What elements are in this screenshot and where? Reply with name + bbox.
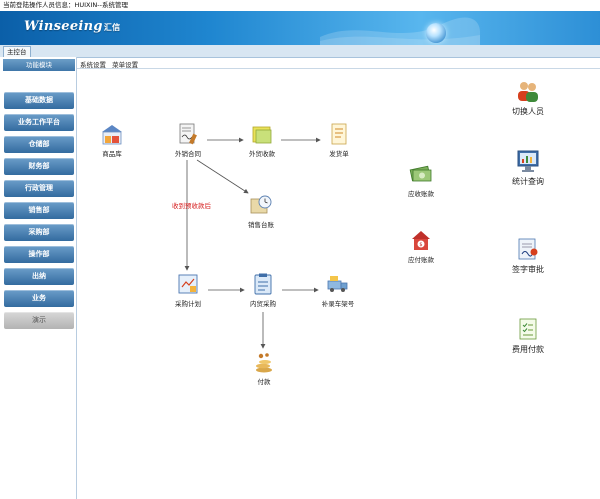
node-label: 签字审批 bbox=[512, 265, 544, 274]
invoice-icon bbox=[327, 122, 351, 146]
node-product-library[interactable]: 商品库 bbox=[94, 122, 130, 158]
sidebar-item-operations[interactable]: 操作部 bbox=[4, 246, 74, 263]
login-info: 当前登陆操作人员信息：HUIXIN--系统管理 bbox=[0, 0, 600, 11]
node-purchase-plan[interactable]: 采购计划 bbox=[170, 272, 206, 308]
node-label: 外销合同 bbox=[175, 150, 201, 158]
subtab-menu-settings[interactable]: 菜单设置 bbox=[112, 61, 139, 69]
node-label: 补录车架号 bbox=[321, 300, 355, 308]
sidebar-item-warehouse[interactable]: 仓储部 bbox=[4, 136, 74, 153]
house-money-icon: $ bbox=[409, 228, 433, 252]
vehicle-icon bbox=[326, 272, 350, 296]
sidebar-item-basic-data[interactable]: 基础数据 bbox=[4, 92, 74, 109]
node-domestic-purchase[interactable]: 内贸采购 bbox=[245, 272, 281, 308]
node-invoice[interactable]: 发货单 bbox=[321, 122, 357, 158]
users-icon bbox=[515, 78, 541, 104]
node-label: 销售台账 bbox=[248, 221, 274, 229]
node-sales-contract[interactable]: 外销合同 bbox=[170, 122, 206, 158]
sidebar: 功能模块 基础数据 业务工作平台 仓储部 财务部 行政管理 销售部 采购部 操作… bbox=[0, 57, 77, 499]
sidebar-item-sales[interactable]: 销售部 bbox=[4, 202, 74, 219]
header-banner: Winseeing汇信 bbox=[0, 11, 600, 45]
checklist-icon bbox=[515, 316, 541, 342]
monitor-chart-icon bbox=[515, 148, 541, 174]
contract-icon bbox=[176, 122, 200, 146]
sidebar-item-demo[interactable]: 演示 bbox=[4, 312, 74, 329]
warehouse-icon bbox=[100, 122, 124, 146]
ledger-clock-icon bbox=[249, 193, 273, 217]
node-label: 外贸收款 bbox=[249, 150, 275, 158]
sidebar-item-business-platform[interactable]: 业务工作平台 bbox=[4, 114, 74, 131]
node-label: 发货单 bbox=[329, 150, 349, 158]
node-payment[interactable]: 付款 bbox=[246, 350, 282, 386]
stats-query-button[interactable]: 统计查询 bbox=[506, 148, 550, 187]
coins-icon bbox=[252, 350, 276, 374]
sidebar-item-administration[interactable]: 行政管理 bbox=[4, 180, 74, 197]
sidebar-header: 功能模块 bbox=[3, 59, 75, 71]
node-label: 费用付款 bbox=[512, 345, 544, 354]
main-content: 系统设置 菜单设置 bbox=[77, 57, 600, 499]
globe-icon bbox=[426, 23, 446, 43]
node-foreign-collection[interactable]: 外贸收款 bbox=[244, 122, 280, 158]
brand-logo: Winseeing汇信 bbox=[24, 19, 121, 34]
node-label: 应收账款 bbox=[408, 190, 434, 198]
money-icon bbox=[409, 162, 433, 186]
node-label: 统计查询 bbox=[512, 177, 544, 186]
sidebar-item-business[interactable]: 业务 bbox=[4, 290, 74, 307]
node-sales-ledger[interactable]: 销售台账 bbox=[243, 193, 279, 229]
sidebar-item-purchasing[interactable]: 采购部 bbox=[4, 224, 74, 241]
subtab-system-settings[interactable]: 系统设置 bbox=[80, 61, 106, 69]
folder-icon bbox=[250, 122, 274, 146]
tab-bar: 主控台 bbox=[0, 45, 600, 58]
svg-text:$: $ bbox=[419, 242, 422, 248]
node-supplement-vehicle[interactable]: 补录车架号 bbox=[316, 272, 360, 308]
node-label: 应付账款 bbox=[408, 256, 434, 264]
node-payable[interactable]: $ 应付账款 bbox=[402, 228, 440, 264]
switch-user-button[interactable]: 切换人员 bbox=[506, 78, 550, 117]
banner-wave-decoration bbox=[320, 17, 480, 45]
clipboard-icon bbox=[251, 272, 275, 296]
sign-approval-button[interactable]: 签字审批 bbox=[506, 236, 550, 275]
node-label: 内贸采购 bbox=[250, 300, 276, 308]
expense-payment-button[interactable]: 费用付款 bbox=[506, 316, 550, 355]
node-label: 付款 bbox=[257, 378, 271, 386]
tab-main-console[interactable]: 主控台 bbox=[3, 46, 31, 58]
sidebar-item-finance[interactable]: 财务部 bbox=[4, 158, 74, 175]
sidebar-item-cashier[interactable]: 出纳 bbox=[4, 268, 74, 285]
node-receivable[interactable]: 应收账款 bbox=[402, 162, 440, 198]
sub-tabs: 系统设置 菜单设置 bbox=[80, 59, 142, 69]
signature-icon bbox=[515, 236, 541, 262]
node-label: 切换人员 bbox=[512, 107, 544, 116]
node-label: 商品库 bbox=[102, 150, 122, 158]
purchase-plan-icon bbox=[176, 272, 200, 296]
flow-note: 收到预收款后 bbox=[172, 202, 211, 210]
subtab-divider bbox=[77, 68, 600, 69]
node-label: 采购计划 bbox=[175, 300, 201, 308]
